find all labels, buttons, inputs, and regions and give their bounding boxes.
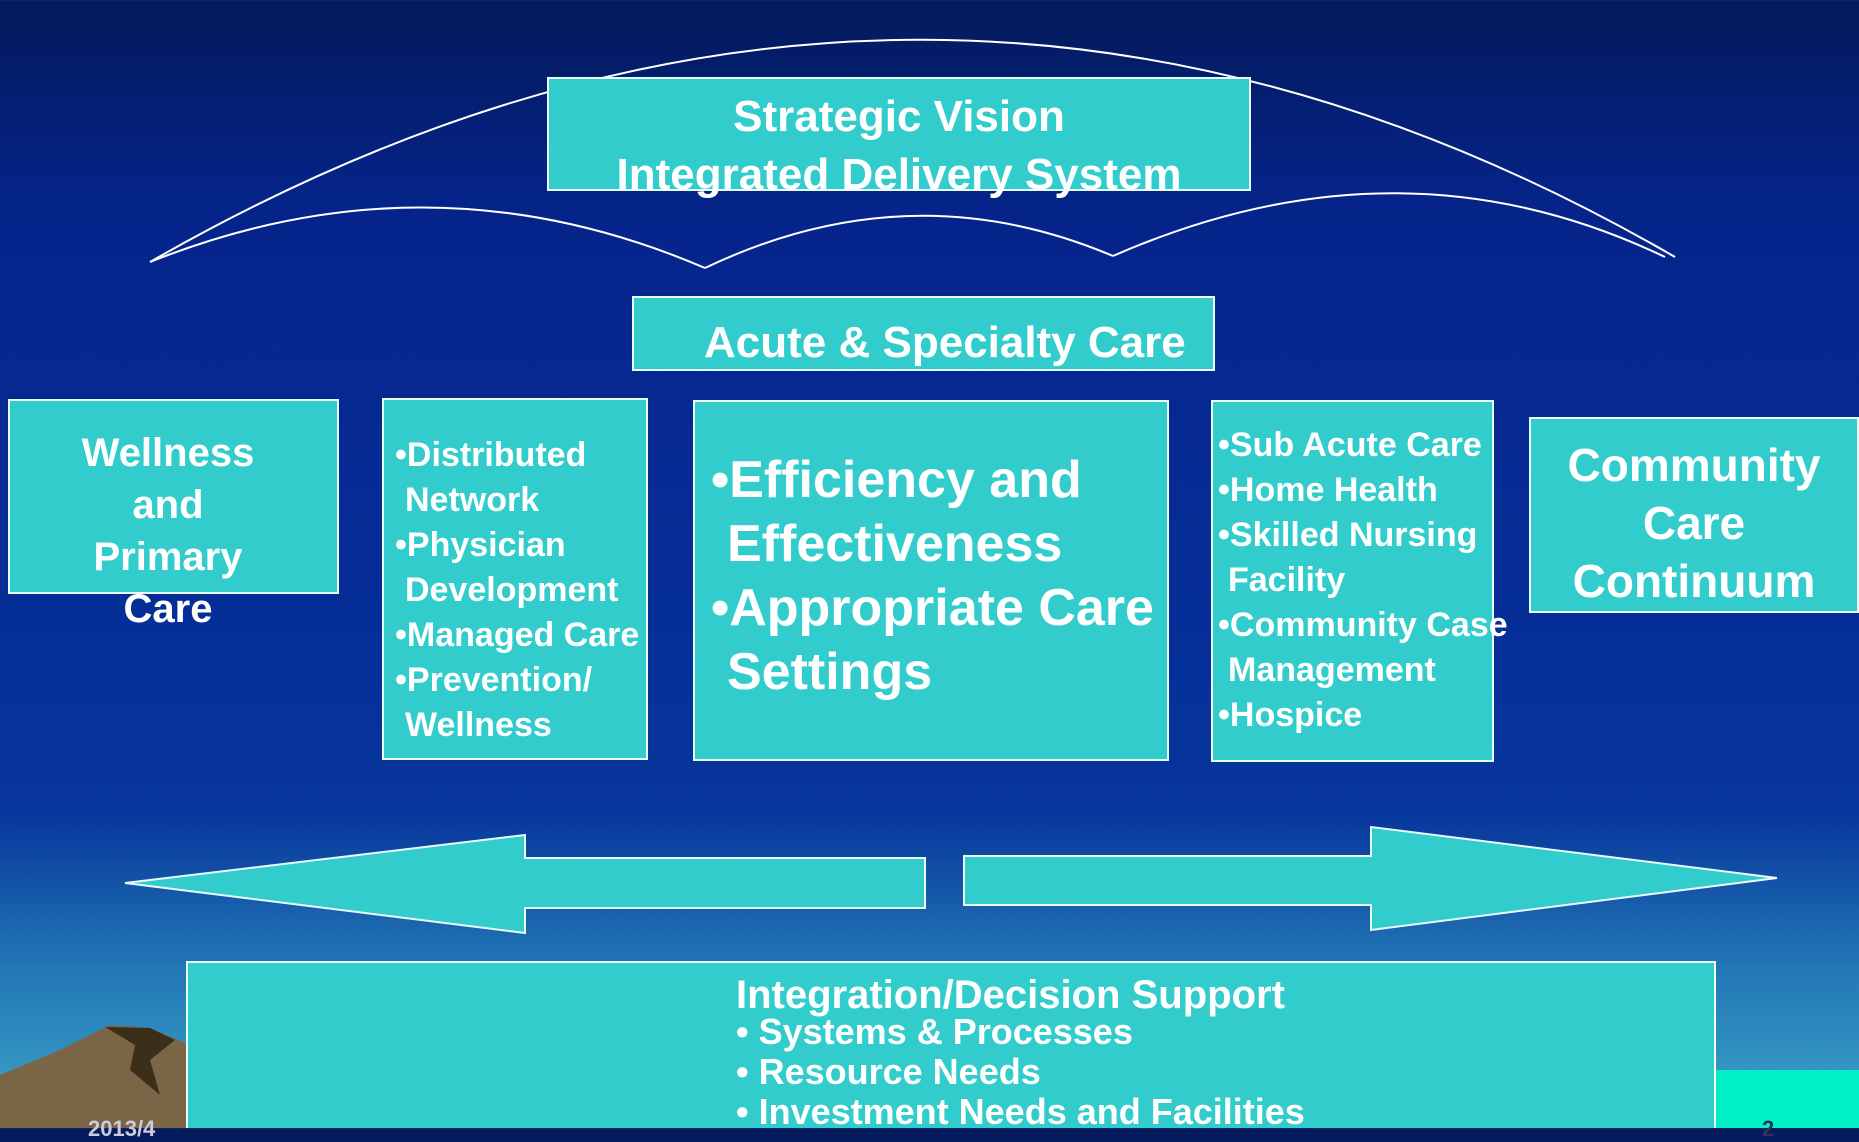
network-item: Wellness xyxy=(405,706,552,744)
integration-title: Integration/Decision Support xyxy=(736,973,1285,1017)
right-scallop xyxy=(1112,192,1666,258)
efficiency-item: Effectiveness xyxy=(727,515,1063,573)
wellness-line: Wellness xyxy=(81,431,255,475)
community-line: Continuum xyxy=(1572,555,1816,607)
community-care-box xyxy=(1529,417,1859,613)
right-arrow xyxy=(963,825,1778,932)
acute-specialty-box xyxy=(632,296,1215,371)
left-scallop xyxy=(149,206,706,269)
sub-acute-item: Management xyxy=(1228,651,1436,689)
wellness-line: Care xyxy=(123,587,213,631)
network-item: Development xyxy=(405,571,619,609)
title-line-2: Integrated Delivery System xyxy=(616,150,1182,199)
community-care-label: Community Care Continuum xyxy=(1529,436,1859,610)
mountain-shadow xyxy=(105,1027,175,1095)
efficiency-box xyxy=(693,400,1169,761)
wellness-line: Primary xyxy=(93,535,243,579)
sub-acute-item: •Skilled Nursing xyxy=(1218,516,1478,554)
efficiency-list: •Efficiency and Effectiveness •Appropria… xyxy=(711,448,1154,704)
sub-acute-item: •Sub Acute Care xyxy=(1218,426,1482,464)
efficiency-item: •Efficiency and xyxy=(711,451,1082,509)
outer-arc xyxy=(149,38,1676,263)
corner-accent xyxy=(1715,1070,1859,1128)
integration-item: • Systems & Processes xyxy=(736,1011,1133,1052)
sub-acute-list: •Sub Acute Care •Home Health •Skilled Nu… xyxy=(1218,423,1508,738)
community-line: Community xyxy=(1567,439,1821,491)
sub-acute-item: •Hospice xyxy=(1218,696,1363,734)
left-arrow xyxy=(124,833,926,935)
network-item: •Managed Care xyxy=(395,616,640,654)
title-line-1: Strategic Vision xyxy=(733,92,1065,141)
efficiency-item: Settings xyxy=(727,643,933,701)
network-item: •Prevention/ xyxy=(395,661,593,699)
community-line: Care xyxy=(1642,497,1746,549)
sub-acute-item: •Community Case xyxy=(1218,606,1508,644)
integration-list: • Systems & Processes • Resource Needs •… xyxy=(736,1012,1305,1132)
network-item: •Distributed xyxy=(395,436,587,474)
integration-item: • Resource Needs xyxy=(736,1051,1041,1092)
network-item: •Physician xyxy=(395,526,566,564)
strategic-vision-title: Strategic Vision Integrated Delivery Sys… xyxy=(547,88,1251,204)
footer-date: 2013/4 xyxy=(88,1116,156,1141)
distributed-network-list: •Distributed Network •Physician Developm… xyxy=(395,433,639,748)
middle-scallop xyxy=(704,214,1114,269)
efficiency-item: •Appropriate Care xyxy=(711,579,1154,637)
network-item: Network xyxy=(405,481,540,519)
wellness-primary-care-box xyxy=(8,399,339,594)
wellness-line: and xyxy=(132,483,204,527)
footer-page-number: 2 xyxy=(1762,1116,1775,1141)
sub-acute-box xyxy=(1211,400,1494,762)
strategic-vision-box xyxy=(547,77,1251,191)
acute-specialty-label: Acute & Specialty Care xyxy=(704,318,1186,367)
wellness-primary-care-label: Wellness and Primary Care xyxy=(8,427,328,635)
sub-acute-item: Facility xyxy=(1228,561,1346,599)
integration-item: • Investment Needs and Facilities xyxy=(736,1091,1305,1132)
distributed-network-box xyxy=(382,398,648,760)
integration-decision-support-box xyxy=(186,961,1716,1128)
sub-acute-item: •Home Health xyxy=(1218,471,1438,509)
